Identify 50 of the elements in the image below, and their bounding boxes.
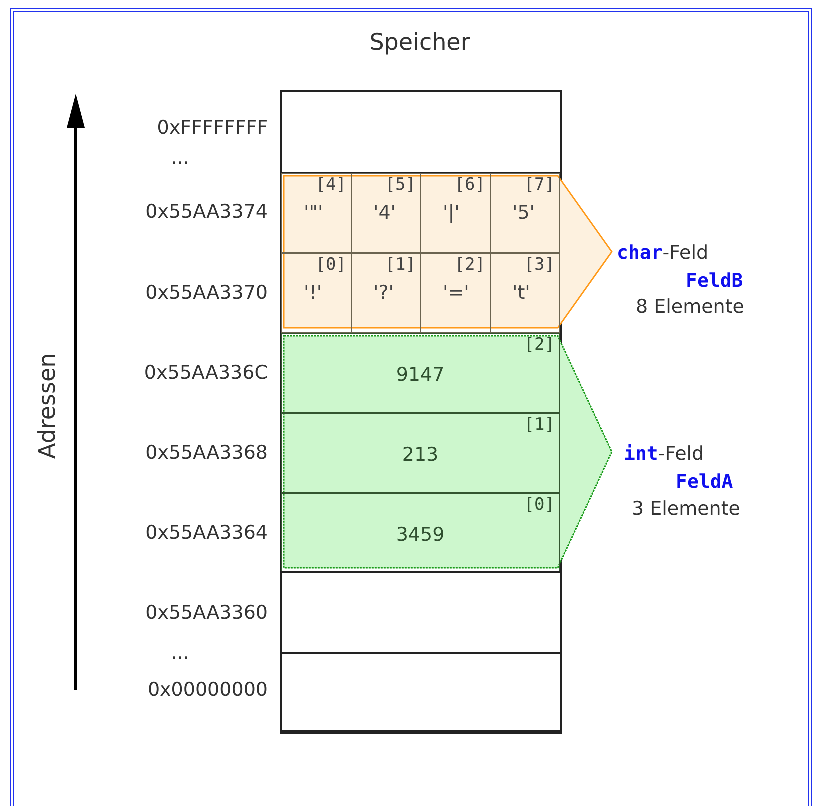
address-label: 0x55AA3370 [144,282,268,304]
array-name: FeldB [686,270,744,292]
element-value: 't' [512,282,530,304]
address-label: 0x55AA3364 [144,522,268,544]
index-label: [3] [524,256,555,274]
element-value: '4' [374,202,396,224]
ellipsis-label: ... [170,642,190,664]
index-label: [5] [385,176,416,194]
ellipsis-label: ... [170,147,190,169]
address-label: 0x55AA3360 [144,602,268,624]
array-element-cell [490,253,560,333]
address-label: 0x55AA336C [143,362,268,384]
element-value: '=' [443,282,470,304]
index-label: [6] [454,176,486,194]
array-element-cell [490,173,560,253]
element-value: '|' [443,202,460,224]
index-label: [2] [454,256,486,274]
array-element-cell [281,333,560,413]
array-element-cell [420,173,490,253]
address-label: 0xFFFFFFFF [156,117,268,139]
array-element-cell [281,253,352,333]
index-label: [1] [385,256,416,274]
address-label: 0x55AA3368 [144,442,268,464]
array-element-cell [350,253,421,333]
element-value: '!' [304,282,322,304]
element-value: 9147 [395,364,446,386]
index-label: [0] [524,496,555,514]
element-value: '5' [512,202,536,224]
array-element-cell [281,413,560,493]
index-label: [1] [524,416,555,434]
element-count: 3 Elemente [632,498,740,520]
element-value: '?' [374,282,394,304]
address-label: 0x55AA3374 [144,201,268,223]
array-element-cell [420,253,490,333]
index-label: [0] [316,256,346,274]
element-count: 8 Elemente [636,296,744,318]
array-element-cell [350,173,421,253]
array-element-cell [281,173,352,253]
array-type-label: char-Feld [617,242,709,264]
index-label: [7] [524,176,555,194]
address-label: 0x00000000 [146,679,268,701]
array-name: FeldA [676,471,734,493]
array-element-cell [281,493,560,573]
element-value: '"' [304,202,324,224]
element-value: 213 [401,444,440,466]
index-label: [4] [316,176,346,194]
diagram-title: Speicher [368,30,472,56]
array-type-label: int-Feld [624,443,704,465]
element-value: 3459 [395,524,446,546]
index-label: [2] [524,336,555,354]
